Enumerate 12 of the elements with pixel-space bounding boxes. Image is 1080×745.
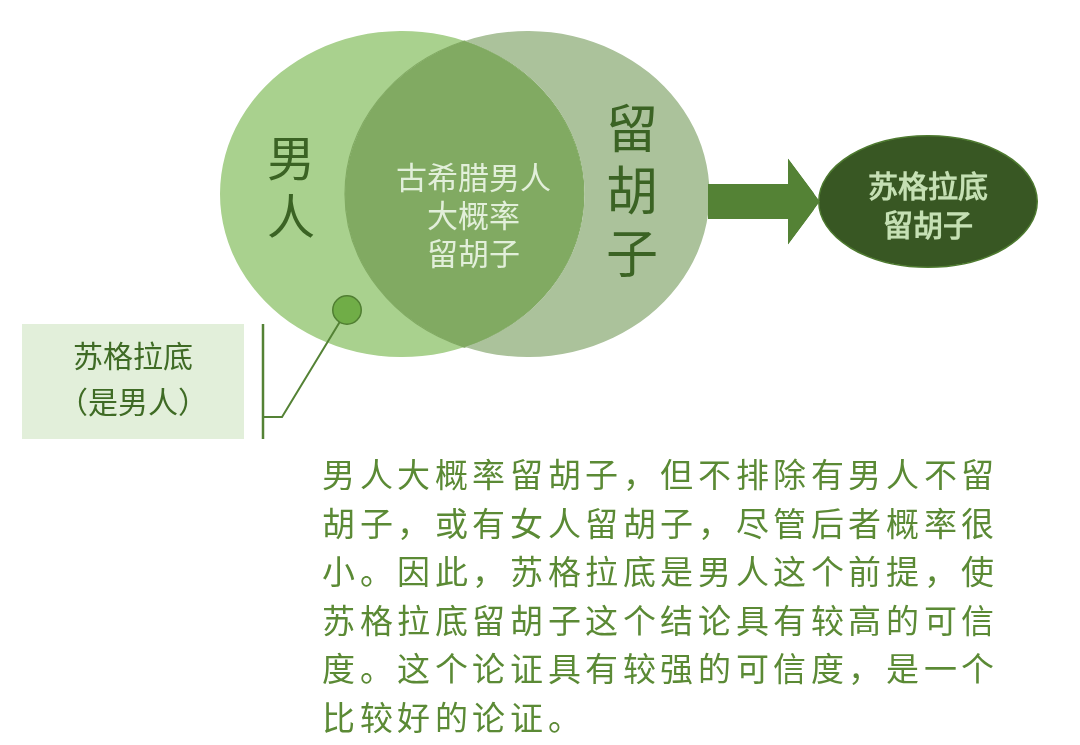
intersection-region	[345, 40, 584, 348]
conclusion-ellipse	[818, 135, 1038, 268]
set-label: 留胡子	[606, 99, 658, 287]
callout-box	[22, 324, 244, 439]
body-text: 男人大概率留胡子，但不排除有男人不留胡子，或有女人留胡子，尽管后者概率很小。因此，苏格拉底是男人这个前提，使苏格拉底留胡子这个结论具有较高的可信度。这个论证具有较强的可信度，是一个比较好的论证。	[322, 455, 1000, 740]
dot-icon	[332, 295, 362, 325]
set-label: 男人	[267, 131, 315, 247]
block-arrow	[708, 158, 820, 245]
callout-text: 苏格拉底（是男人）	[57, 338, 209, 422]
conclusion-label: 苏格拉底留胡子	[867, 168, 989, 245]
leader-line	[262, 320, 341, 418]
intersection-label: 古希腊男人大概率留胡子	[394, 158, 552, 273]
